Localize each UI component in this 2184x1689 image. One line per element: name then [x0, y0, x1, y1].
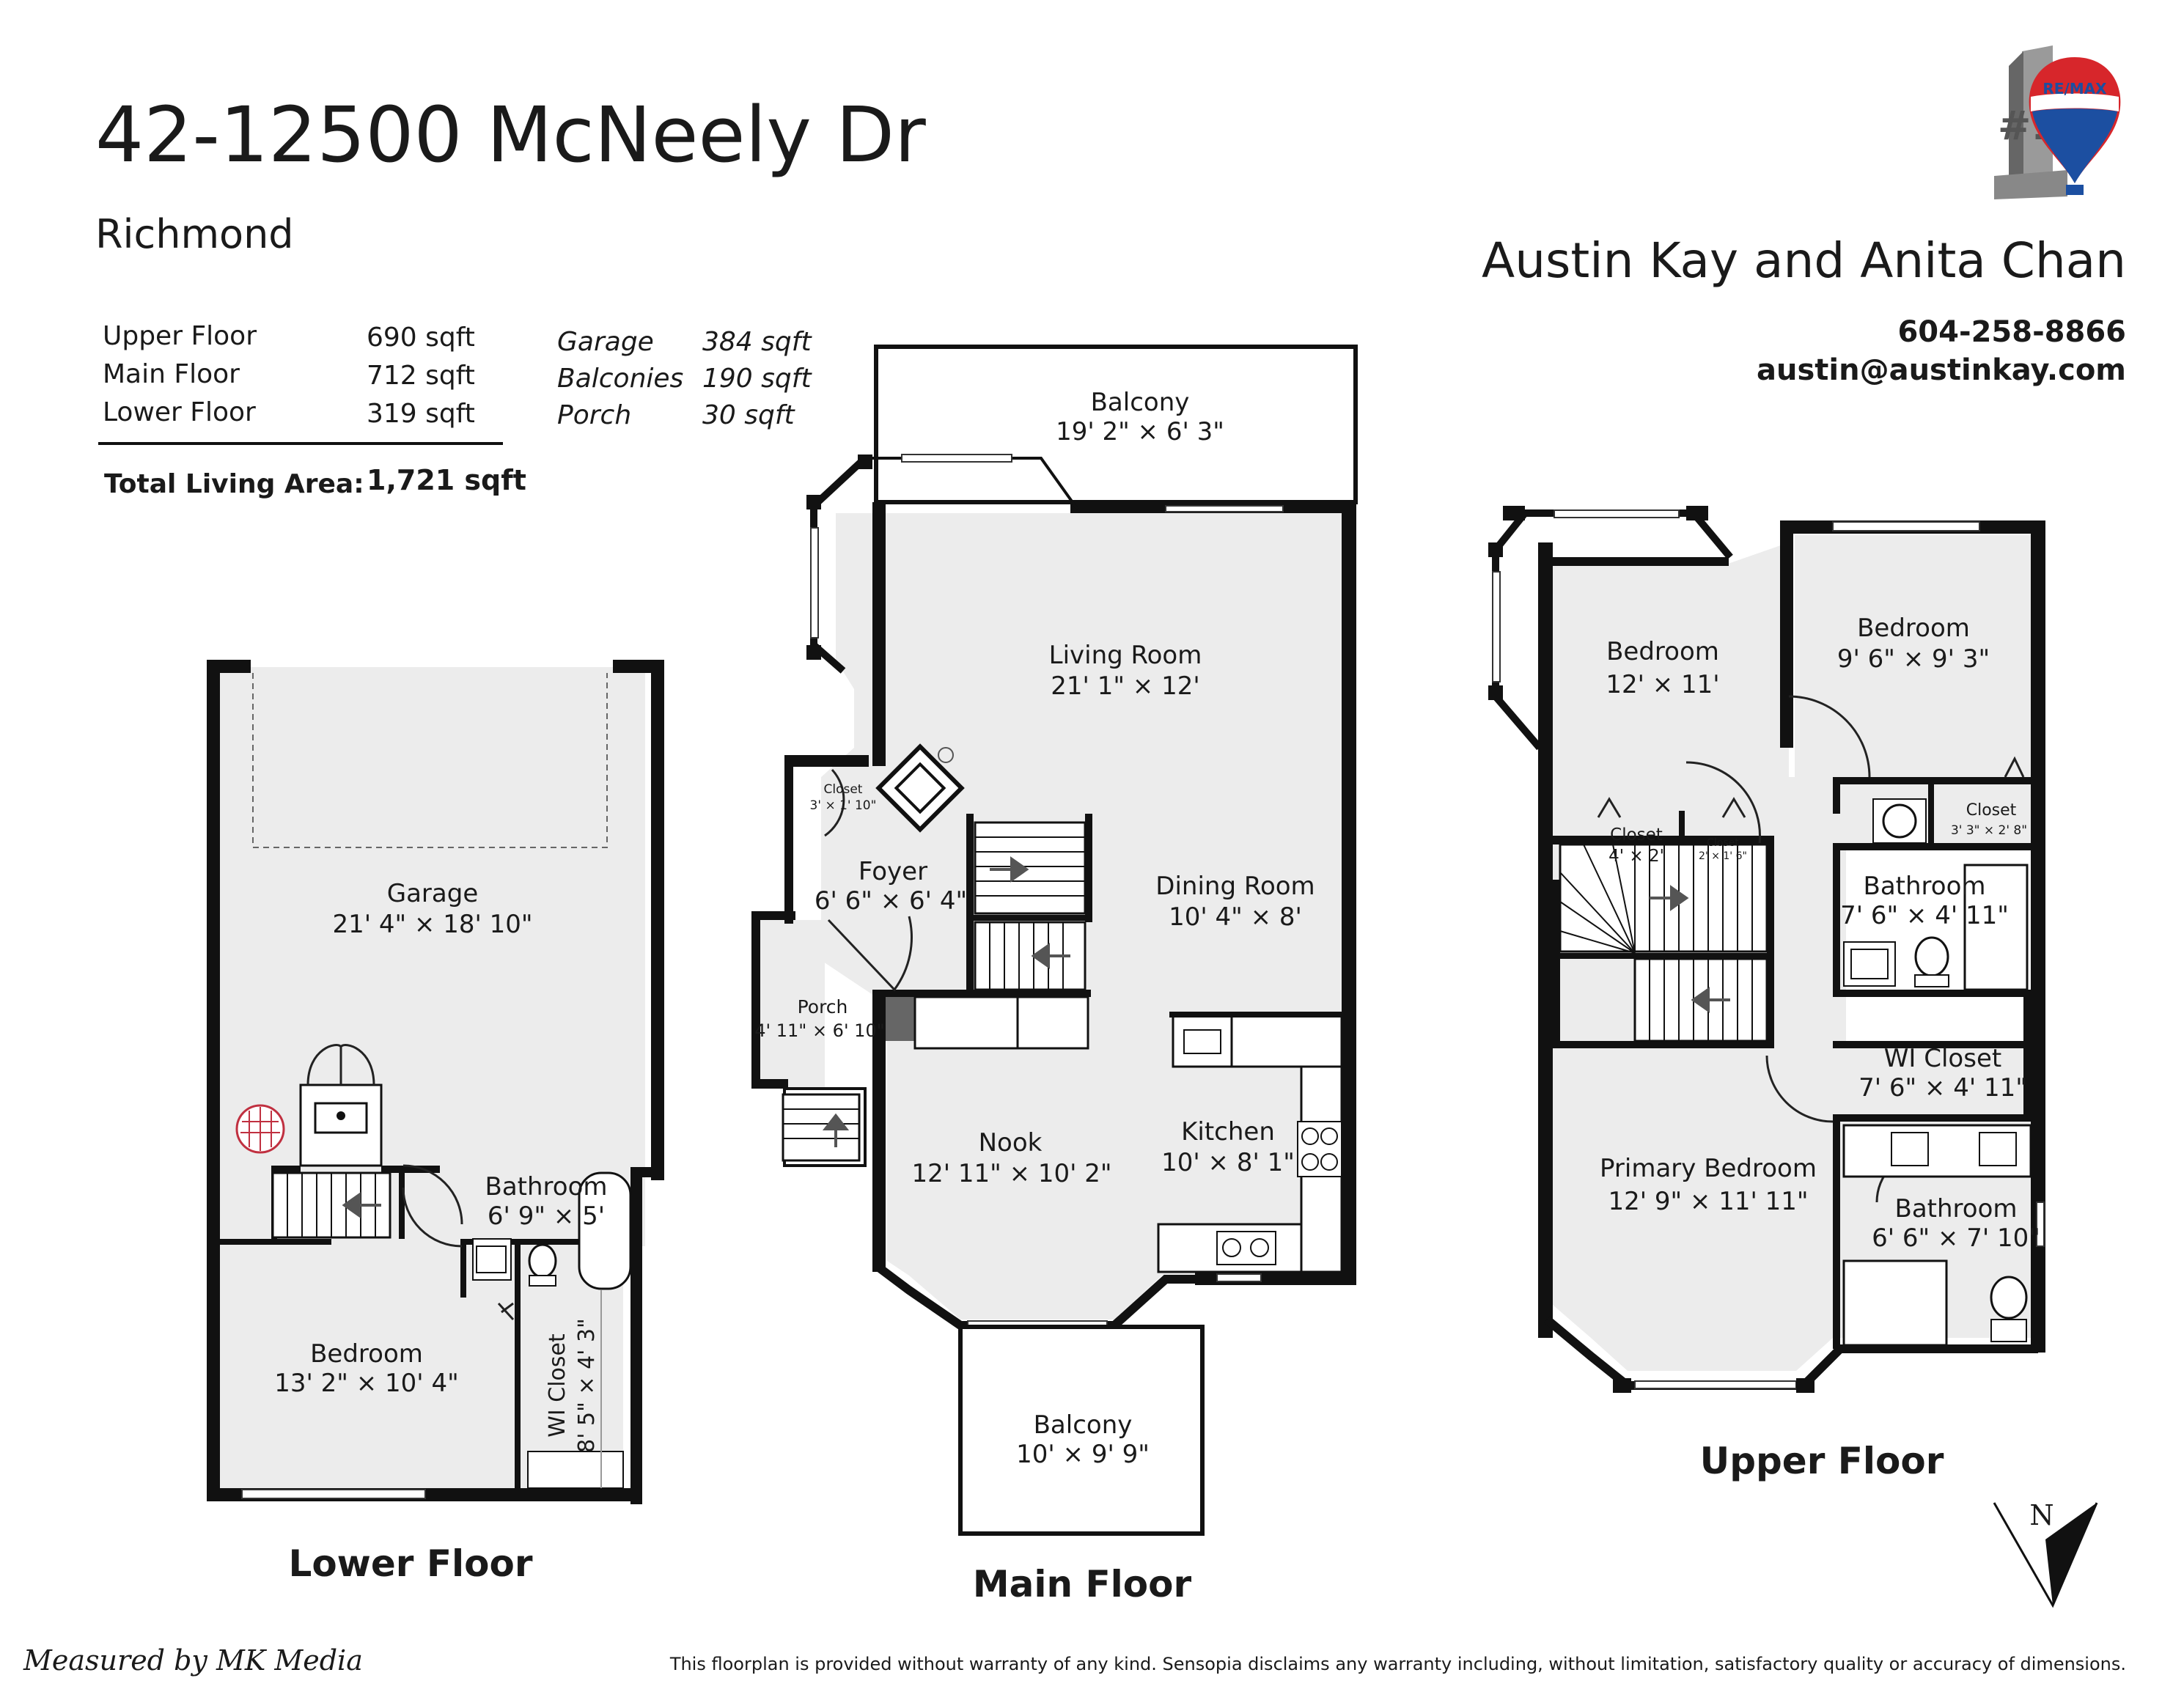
upper-bathroom-1-dim: 7' 6" × 4' 11" — [1840, 901, 2009, 930]
city-label: Richmond — [95, 211, 294, 257]
upper-bathroom-2-dim: 6' 6" × 7' 10" — [1872, 1223, 2040, 1253]
lower-bathroom-dim: 6' 9" × 5' — [488, 1202, 605, 1231]
lower-floor-plan: Garage 21' 4" × 18' 10" Bathroom 6' 9" ×… — [207, 660, 664, 1504]
main-floor-title: Main Floor — [973, 1563, 1192, 1605]
area-value-upper: 690 sqft — [367, 323, 475, 353]
agent-phone: 604-258-8866 — [1897, 315, 2126, 349]
address-title: 42-12500 McNeely Dr — [95, 90, 926, 180]
main-balcony-top-name: Balcony — [1091, 388, 1190, 417]
main-balcony-top-dim: 19' 2" × 6' 3" — [1056, 417, 1224, 446]
upper-bathroom-1-name: Bathroom — [1864, 872, 1986, 901]
lower-wi-closet-dim: 8' 5" × 4' 3" — [574, 1318, 600, 1453]
foyer-name: Foyer — [858, 857, 927, 886]
living-room-name: Living Room — [1049, 641, 1202, 670]
garage-area — [220, 667, 645, 1166]
primary-bedroom-name: Primary Bedroom — [1600, 1154, 1817, 1183]
lower-wi-closet-name: WI Closet — [545, 1333, 570, 1438]
upper-closet-b-dim: 2' × 1' 6" — [1699, 850, 1747, 862]
dining-room-dim: 10' 4" × 8' — [1169, 902, 1302, 932]
main-balcony-bottom-dim: 10' × 9' 9" — [1016, 1440, 1150, 1469]
primary-bedroom-dim: 12' 9" × 11' 11" — [1608, 1187, 1808, 1216]
upper-wi-closet-dim: 7' 6" × 4' 11" — [1858, 1073, 2027, 1103]
main-closet-name: Closet — [824, 782, 863, 797]
total-area-label: Total Living Area: — [104, 469, 364, 499]
garage-name: Garage — [387, 879, 479, 908]
nook-dim: 12' 11" × 10' 2" — [911, 1159, 1111, 1188]
lower-bedroom-name: Bedroom — [310, 1339, 423, 1369]
upper-bedroom-right-dim: 9' 6" × 9' 3" — [1837, 644, 1990, 674]
upper-closet-c-name: Closet — [1966, 801, 2017, 820]
lower-bathroom-name: Bathroom — [485, 1172, 608, 1202]
kitchen-name: Kitchen — [1181, 1117, 1275, 1147]
total-area-value: 1,721 sqft — [367, 464, 526, 496]
upper-bathroom-2-name: Bathroom — [1895, 1194, 2018, 1223]
main-balcony-bottom — [958, 1325, 1205, 1536]
compass-label: N — [2029, 1499, 2054, 1531]
garage-dim: 21' 4" × 18' 10" — [332, 910, 532, 939]
area-table: Upper Floor 690 sqft Main Floor 712 sqft… — [98, 321, 812, 499]
upper-floor-plan: Bedroom 12' × 11' Bedroom 9' 6" × 9' 3" … — [1488, 506, 2045, 1393]
upper-bedroom-left-dim: 12' × 11' — [1606, 670, 1719, 699]
lower-floor-title: Lower Floor — [288, 1542, 532, 1585]
kitchen-dim: 10' × 8' 1" — [1161, 1148, 1295, 1177]
upper-closet-c-dim: 3' 3" × 2' 8" — [1951, 823, 2027, 838]
upper-bedroom-right-name: Bedroom — [1857, 614, 1970, 643]
measured-by: Measured by MK Media — [23, 1644, 363, 1677]
upper-bedroom-left-name: Bedroom — [1606, 637, 1719, 666]
nook-name: Nook — [979, 1128, 1043, 1158]
agent-email: austin@austinkay.com — [1757, 353, 2126, 387]
porch-dim: 4' 11" × 6' 10" — [754, 1020, 885, 1041]
area-label-upper: Upper Floor — [103, 321, 257, 351]
upper-closet-a-dim: 4' × 2' — [1608, 847, 1664, 866]
disclaimer-text: This floorplan is provided without warra… — [669, 1654, 2126, 1674]
area-value-lower: 319 sqft — [367, 399, 475, 429]
main-floor-plan: Balcony 19' 2" × 6' 3" Living Room 21' 1… — [751, 345, 1358, 1536]
upper-floor-title: Upper Floor — [1700, 1440, 1944, 1482]
area-value-garage: 384 sqft — [702, 327, 812, 357]
main-closet-dim: 3' × 1' 10" — [810, 798, 877, 813]
upper-wi-closet-name: WI Closet — [1884, 1044, 2001, 1073]
living-room-dim: 21' 1" × 12' — [1051, 671, 1199, 701]
logo-text: RE/MAX — [2043, 80, 2107, 97]
lower-bedroom-dim: 13' 2" × 10' 4" — [274, 1369, 458, 1398]
porch-name: Porch — [798, 996, 848, 1018]
area-label-porch: Porch — [557, 400, 631, 430]
area-value-main: 712 sqft — [367, 361, 475, 391]
upper-closet-a-name: Closet — [1610, 825, 1663, 844]
area-label-garage: Garage — [557, 327, 654, 357]
area-divider — [98, 442, 503, 445]
agent-names: Austin Kay and Anita Chan — [1482, 232, 2126, 289]
area-value-balconies: 190 sqft — [702, 364, 812, 394]
area-label-main: Main Floor — [103, 359, 240, 389]
north-arrow-icon: N — [1993, 1499, 2098, 1608]
foyer-dim: 6' 6" × 6' 4" — [815, 886, 967, 916]
upper-closet-b-name: Closet — [1707, 837, 1739, 849]
area-label-lower: Lower Floor — [103, 397, 256, 427]
main-balcony-bottom-name: Balcony — [1034, 1410, 1133, 1440]
remax-logo: #1 RE/MAX — [1994, 45, 2121, 199]
area-label-balconies: Balconies — [557, 364, 683, 394]
dining-room-name: Dining Room — [1155, 872, 1315, 901]
main-balcony-top — [874, 345, 1358, 504]
area-value-porch: 30 sqft — [702, 400, 796, 430]
